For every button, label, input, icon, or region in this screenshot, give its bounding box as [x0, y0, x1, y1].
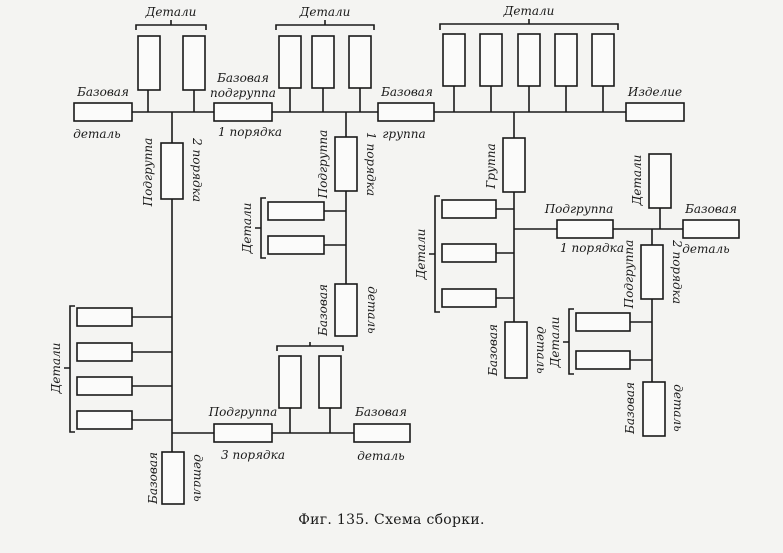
detail-box [517, 33, 541, 87]
label-subgroup: Подгруппа [544, 202, 614, 216]
subgroup-box [556, 219, 614, 239]
top-left-assembly [73, 20, 207, 122]
label-base: Базовая [623, 382, 637, 435]
label-subgroup: Подгруппа [141, 138, 155, 208]
details-bracket [275, 20, 375, 30]
label-base: Базовая [380, 85, 433, 99]
detail-box [278, 35, 302, 89]
detail-box [311, 35, 335, 89]
label-order-3: 3 порядка [221, 448, 285, 462]
base-part-box [334, 283, 358, 337]
label-base-group: группа [382, 127, 425, 141]
top-right-assembly [377, 19, 685, 122]
labels: Детали Детали Детали Базовая деталь Базо… [73, 4, 737, 463]
label-details: Детали [414, 229, 428, 281]
base-group-box [377, 102, 435, 122]
label-product: Изделие [627, 85, 682, 99]
product-box [625, 102, 685, 122]
detail-box [554, 33, 578, 87]
base-part-box [642, 381, 666, 437]
detail-box [575, 350, 631, 370]
label-details: Детали [630, 155, 644, 207]
top-middle-assembly [213, 20, 375, 122]
detail-box [278, 355, 302, 409]
base-part-box [682, 219, 740, 239]
label-order-1: 1 порядка [218, 125, 282, 139]
label-base: Базовая [486, 324, 500, 377]
detail-box [76, 410, 133, 430]
details-bracket [255, 197, 266, 259]
detail-box [441, 199, 497, 219]
label-base-part: деталь [534, 326, 548, 373]
label-details: Детали [240, 203, 254, 255]
left-branch-subgroup-2 [64, 112, 411, 505]
label-details: Детали [145, 5, 197, 19]
label-subgroup: Подгруппа [622, 240, 636, 310]
details-bracket [276, 342, 344, 351]
details-bracket [439, 19, 619, 30]
detail-box [76, 307, 133, 327]
label-base-part: деталь [671, 384, 685, 431]
label-subgroup: Подгруппа [208, 405, 278, 419]
label-details: Детали [548, 317, 562, 369]
right-branch-group [429, 112, 740, 437]
label-base: Базовая [354, 405, 407, 419]
detail-box [318, 355, 342, 409]
details-bracket [64, 305, 75, 433]
label-base: Базовая [316, 284, 330, 337]
details-bracket [135, 20, 207, 30]
figure-caption: Фиг. 135. Схема сборки. [298, 512, 485, 528]
base-part-box [73, 102, 133, 122]
label-base-subgroup: подгруппа [210, 86, 276, 100]
label-base: Базовая [684, 202, 737, 216]
details-bracket [563, 308, 574, 375]
base-subgroup-box [213, 102, 273, 122]
label-group: Группа [484, 143, 498, 189]
middle-branch-subgroup-1 [255, 112, 358, 337]
label-details: Детали [299, 5, 351, 19]
detail-box [441, 288, 497, 308]
base-part-box [504, 321, 528, 379]
label-details: Детали [503, 4, 555, 18]
label-base: Базовая [146, 452, 160, 505]
label-order-1: 1 порядка [364, 132, 378, 196]
detail-box [76, 376, 133, 396]
label-base: Базовая [216, 71, 269, 85]
base-part-box [353, 423, 411, 443]
label-base-part: деталь [682, 242, 729, 256]
label-base-part: деталь [73, 127, 120, 141]
detail-box [348, 35, 372, 89]
label-base: Базовая [76, 85, 129, 99]
label-base-part: деталь [365, 286, 379, 333]
detail-box [267, 235, 325, 255]
label-order-2: 2 порядка [670, 239, 684, 304]
label-base-part: деталь [191, 454, 205, 501]
detail-box [441, 243, 497, 263]
label-order-2: 2 порядка [190, 137, 204, 202]
detail-box [648, 153, 672, 209]
subgroup-box [334, 136, 358, 192]
rotated-labels: Подгруппа 2 порядка Подгруппа 1 порядка … [49, 130, 685, 505]
details-bracket [429, 195, 440, 313]
detail-box [575, 312, 631, 332]
detail-box [479, 33, 503, 87]
base-part-box [161, 451, 185, 505]
detail-box [137, 35, 161, 91]
subgroup-box [160, 142, 184, 200]
detail-box [182, 35, 206, 91]
label-details: Детали [49, 343, 63, 395]
label-subgroup: Подгруппа [316, 130, 330, 200]
subgroup-box [640, 244, 664, 300]
label-base-part: деталь [357, 449, 404, 463]
group-box [502, 137, 526, 193]
detail-box [591, 33, 615, 87]
detail-box [76, 342, 133, 362]
subgroup-box [213, 423, 273, 443]
label-order-1: 1 порядка [560, 241, 624, 255]
detail-box [267, 201, 325, 221]
detail-box [442, 33, 466, 87]
